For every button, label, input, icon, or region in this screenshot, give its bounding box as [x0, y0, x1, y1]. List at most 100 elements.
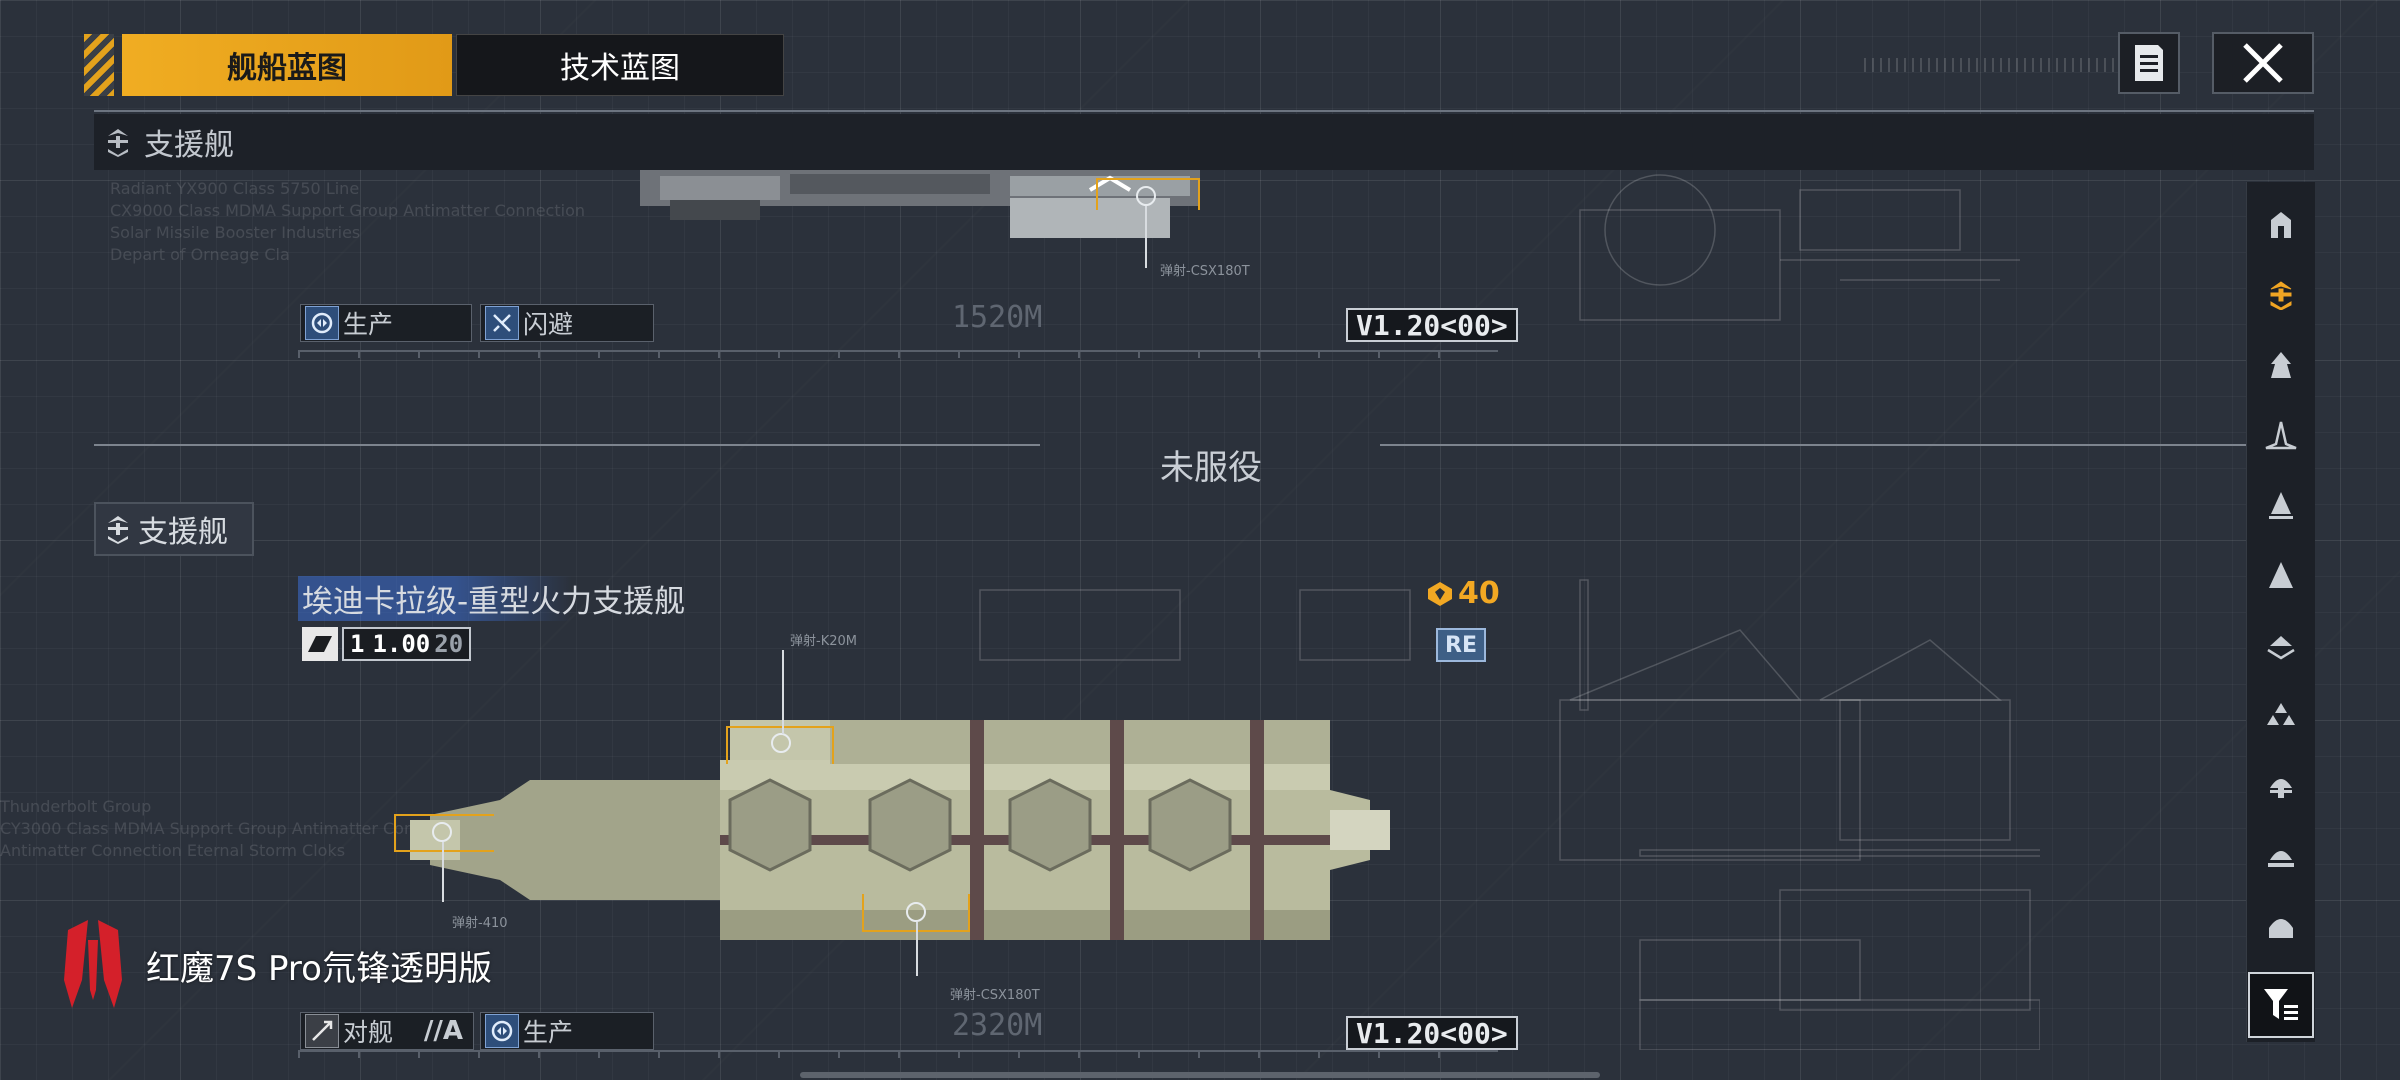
weapon-bracket: [394, 814, 494, 852]
callout-line: [782, 650, 784, 734]
topbar-divider: [94, 110, 2314, 112]
fighter-icon: [2267, 703, 2295, 725]
tag-evade: 闪避: [480, 304, 654, 342]
callout-label: 弹射-410: [452, 916, 508, 931]
ship-top-image[interactable]: [370, 170, 1290, 250]
flagship-icon: [2271, 212, 2291, 238]
tag-label: 对舰: [343, 1018, 394, 1047]
level-suffix: 20: [434, 630, 464, 658]
rail-frigate[interactable]: [2247, 542, 2315, 608]
support-icon: [2270, 281, 2292, 310]
ship-length: 2320M: [952, 1008, 1043, 1043]
support-icon: [108, 516, 128, 544]
tab-ship-blueprint[interactable]: 舰船蓝图: [122, 34, 452, 96]
blueprint-wireframe-top: [1579, 174, 2020, 321]
rail-flagship[interactable]: [2247, 192, 2315, 258]
weapon-bracket: [726, 726, 834, 764]
corvette-icon: [2267, 636, 2295, 660]
evade-icon: [485, 306, 519, 340]
ship-card-top[interactable]: [298, 170, 1498, 358]
sticky-category-label: 支援舰: [144, 128, 234, 163]
category-rail: [2246, 182, 2315, 1042]
tab-tech-blueprint[interactable]: 技术蓝图: [456, 34, 784, 96]
level-value: 1.00: [372, 630, 431, 658]
ship-card-ediacara[interactable]: [298, 560, 1498, 1058]
tag-label: 生产: [523, 1018, 574, 1047]
divider-line-right: [1380, 444, 2246, 446]
watermark-text: 红魔7S Pro氘锋透明版: [146, 948, 492, 989]
rail-support[interactable]: [2247, 262, 2315, 328]
destroyer-icon: [2269, 492, 2293, 519]
cost: 40: [1426, 576, 1500, 611]
tag-suffix: //A: [423, 1016, 463, 1046]
auxiliary-icon: [2268, 851, 2294, 867]
other-icon: [2269, 919, 2293, 938]
scroll-indicator[interactable]: [800, 1072, 1600, 1078]
tag-anti-ship: 对舰 //A: [300, 1012, 474, 1050]
cost-value: 40: [1458, 576, 1500, 611]
list-icon: [2135, 45, 2163, 81]
filter-button[interactable]: [2248, 972, 2314, 1038]
card-ruler: [298, 350, 1498, 358]
cruiser-icon: [2265, 421, 2297, 450]
rail-cruiser[interactable]: [2247, 402, 2315, 468]
version-label: V1.20<00>: [1346, 308, 1518, 342]
level-number: 1: [350, 630, 365, 658]
version-label: V1.20<00>: [1346, 1016, 1518, 1050]
rail-fighter[interactable]: [2247, 682, 2315, 748]
frigate-icon: [2269, 562, 2293, 588]
support-icon: [108, 129, 128, 157]
callout-label: 弹射-CSX180T: [1160, 264, 1250, 279]
tag-label: 生产: [343, 310, 394, 339]
station-icon: [2270, 779, 2292, 798]
ruler-decor: [1864, 58, 2124, 72]
weapon-callout-dot[interactable]: [432, 822, 452, 842]
red-magic-logo: [64, 920, 122, 1008]
ship-name: 埃迪卡拉级-重型火力支援舰: [298, 576, 690, 621]
ship-level: 1 1.00 20: [302, 626, 472, 662]
card-ruler: [298, 1050, 1498, 1058]
rail-carrier[interactable]: [2247, 332, 2315, 398]
anti-ship-icon: [305, 1014, 339, 1048]
production-icon: [305, 306, 339, 340]
rail-auxiliary[interactable]: [2247, 822, 2315, 888]
production-icon: [485, 1014, 519, 1048]
rail-corvette[interactable]: [2247, 612, 2315, 678]
top-bar: 舰船蓝图 技术蓝图: [84, 32, 2314, 112]
category-label: 支援舰: [138, 515, 228, 550]
callout-label: 弹射-CSX180T: [950, 988, 1040, 1003]
blueprint-decor-text: Radiant YX900 Class 5750 Line CX9000 Cla…: [110, 179, 585, 264]
blueprint-wireframe-bottom: [979, 579, 2040, 1050]
rail-destroyer[interactable]: [2247, 472, 2315, 538]
category-header-support[interactable]: 支援舰: [94, 502, 254, 556]
tag-production: 生产: [480, 1012, 654, 1050]
callout-label: 弹射-K20M: [790, 634, 857, 649]
callout-line: [442, 842, 444, 902]
carrier-icon: [2271, 352, 2291, 378]
not-in-service-label: 未服役: [1160, 448, 1262, 488]
ship-length: 1520M: [952, 300, 1043, 335]
device-watermark: 红魔7S Pro氘锋透明版: [58, 920, 492, 1010]
tag-label: 闪避: [523, 310, 574, 339]
filter-icon: [2264, 989, 2298, 1020]
level-box: 1 1.00 20: [342, 627, 472, 661]
close-icon: [2243, 43, 2283, 83]
rail-other[interactable]: [2247, 892, 2315, 958]
blueprint-decor-text: Thunderbolt Group CY3000 Class MDMA Supp…: [0, 797, 474, 860]
rail-station[interactable]: [2247, 752, 2315, 818]
weapon-callout-dot[interactable]: [771, 733, 791, 753]
rarity-badge: RE: [1436, 628, 1486, 662]
cost-icon: [1428, 581, 1452, 606]
topbar-stripe-decor: [84, 34, 114, 96]
callout-line: [1145, 206, 1147, 268]
close-button[interactable]: [2212, 32, 2314, 94]
tag-production: 生产: [300, 304, 472, 342]
level-icon: [302, 627, 338, 661]
weapon-callout-dot[interactable]: [1136, 186, 1156, 206]
weapon-bracket: [1096, 178, 1200, 210]
callout-line: [916, 922, 918, 976]
list-button[interactable]: [2118, 32, 2180, 94]
sticky-category-header: 支援舰: [94, 114, 2314, 170]
divider-line-left: [94, 444, 1040, 446]
weapon-callout-dot[interactable]: [906, 902, 926, 922]
